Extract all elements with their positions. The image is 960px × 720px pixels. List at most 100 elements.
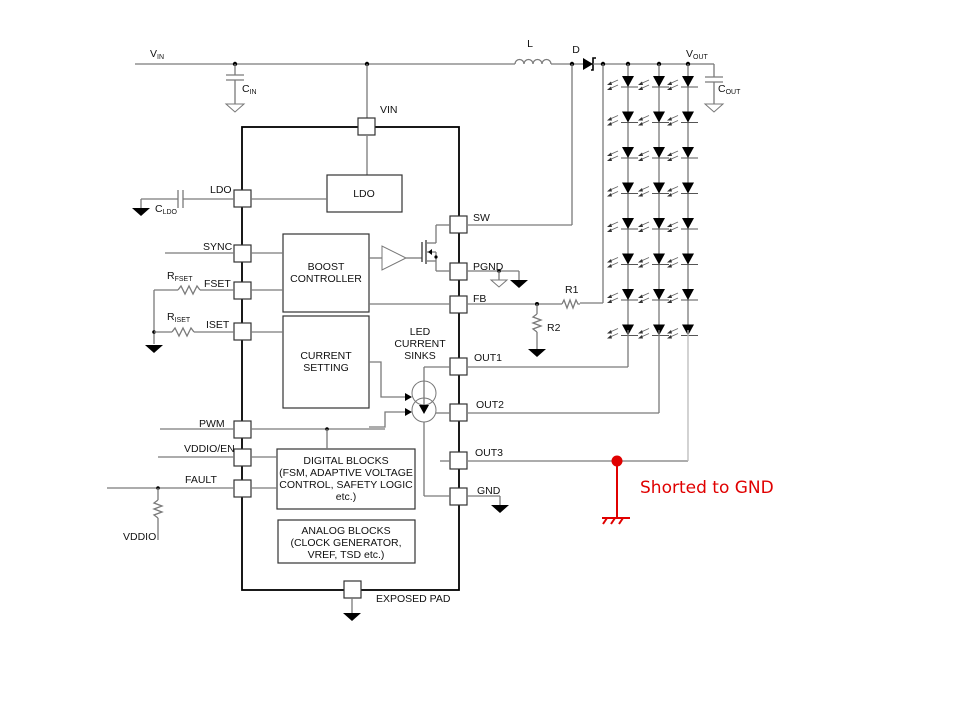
mosfet-icon [421,224,450,272]
ldo-block [326,174,403,213]
vout-label: VOUT [686,48,709,61]
analog-line1: ANALOG BLOCKS [301,525,390,537]
vddio-pullup-resistor [152,499,164,519]
pin-pwm [233,420,252,439]
pin-pgnd [449,262,468,281]
pin-vddio-en [233,448,252,467]
digital-line3: CONTROL, SAFETY LOGIC [279,479,413,491]
current-block-line2: SETTING [303,362,349,374]
pin-out2 [449,403,468,422]
pin-ldo [233,189,252,208]
rfset-resistor [177,284,201,296]
shorted-to-gnd-label: Shorted to GND [640,478,774,498]
pin-pgnd-label: PGND [473,261,504,273]
pin-sync-label: SYNC [203,241,233,253]
ground-icon [489,279,509,288]
led-icon [607,218,638,232]
sinks-line3: SINKS [404,350,436,362]
sinks-line2: CURRENT [394,338,446,350]
ground-icon [145,345,163,353]
short-to-gnd-marker [602,455,630,525]
pin-fb [449,295,468,314]
ground-icon [703,103,725,113]
ground-icon [132,208,150,216]
digital-blocks [276,448,416,510]
ground-icon [510,280,528,288]
led-icon [667,147,698,161]
ground-icon [528,349,546,357]
led-icon [607,147,638,161]
analog-line2: (CLOCK GENERATOR, [290,537,401,549]
pin-iset [233,322,252,341]
pin-fset [233,281,252,300]
led-icon [607,111,638,126]
cldo-label: CLDO [155,203,178,216]
digital-line4: etc.) [336,491,356,503]
ground-icon [491,505,509,513]
digital-line1: DIGITAL BLOCKS [303,455,388,467]
led-icon [638,182,669,197]
led-icon [638,253,669,268]
current-sink-icon [411,366,450,497]
inductor [514,58,583,65]
boost-controller-block [282,233,370,313]
led-icon [667,182,698,197]
riset-resistor [171,326,195,338]
boost-block-line2: CONTROLLER [290,273,362,285]
pin-iset-label: ISET [206,319,230,331]
led-icon [607,76,638,90]
pin-sync [233,244,252,263]
r1-resistor [561,298,580,310]
analog-blocks [277,519,416,564]
r2-resistor [531,313,543,333]
led-icon [667,324,698,339]
ground-icon [343,613,361,621]
pin-out1-label: OUT1 [474,352,502,364]
pin-exposed-pad [343,580,362,599]
r1-label: R1 [565,284,579,296]
cin-label: CIN [242,83,257,96]
pin-out3 [449,451,468,470]
boost-block-line1: BOOST [308,261,345,273]
led-icon [638,111,669,126]
pin-fault-label: FAULT [185,474,217,486]
ldo-block-label: LDO [353,188,375,200]
led-icon [638,147,669,161]
led-icon [638,218,669,232]
cout-capacitor [700,63,725,113]
led-icon [667,76,698,90]
pin-exposed-pad-label: EXPOSED PAD [376,593,451,605]
cout-label: COUT [718,83,741,96]
pin-gnd-label: GND [477,485,501,497]
pin-out1 [449,357,468,376]
pin-sw-label: SW [473,212,490,224]
pin-pwm-label: PWM [199,418,225,430]
pin-gnd [449,487,468,506]
vin-label: VIN [150,48,164,61]
rfset-label: RFSET [167,270,193,283]
pin-vddio-en-label: VDDIO/EN [184,443,235,455]
pin-vin [357,117,376,136]
led-array [607,64,698,339]
vddio-label: VDDIO [123,531,156,543]
pin-out3-label: OUT3 [475,447,503,459]
pin-fset-label: FSET [204,278,231,290]
pin-ldo-label: LDO [210,184,232,196]
digital-line2: (FSM, ADAPTIVE VOLTAGE [279,467,413,479]
led-icon [667,253,698,268]
current-setting-block [282,315,370,409]
pin-fb-label: FB [473,293,486,305]
current-block-line1: CURRENT [300,350,352,362]
analog-line3: VREF, TSD etc.) [308,549,385,561]
led-icon [638,324,669,339]
led-icon [667,289,698,303]
pin-out2-label: OUT2 [476,399,504,411]
led-icon [607,182,638,197]
gate-driver-icon [369,245,422,271]
cin-capacitor [224,64,246,113]
riset-label: RISET [167,311,191,324]
diode-label: D [572,44,580,56]
pin-vin-label: VIN [380,104,398,116]
led-icon [638,289,669,303]
